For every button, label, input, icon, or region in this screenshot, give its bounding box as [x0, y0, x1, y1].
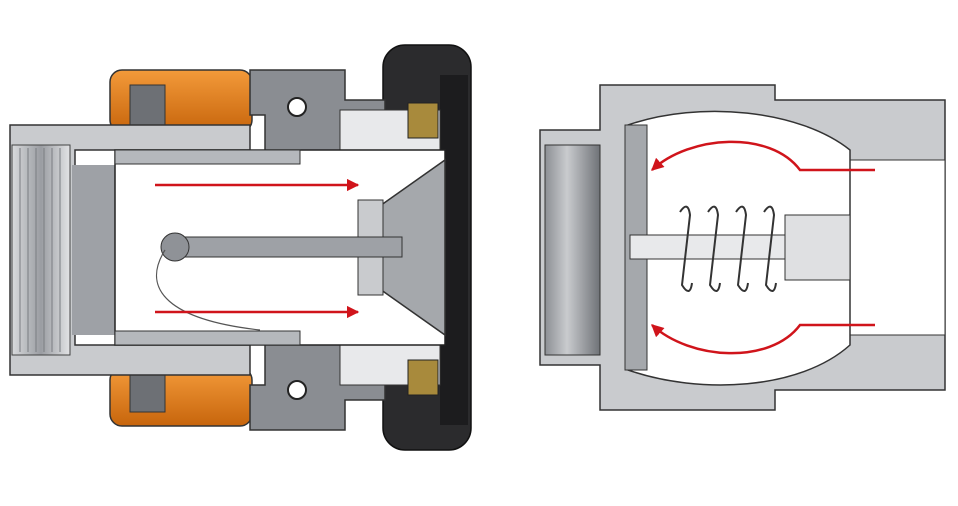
o-ring-top [287, 97, 307, 117]
stem [169, 236, 403, 258]
bore-shadow [72, 165, 117, 335]
check-valve-assembly [539, 84, 946, 411]
stem-guide [784, 214, 851, 281]
flow-arrow-bottom [651, 323, 875, 355]
seal-top [407, 102, 439, 139]
thread-section [11, 144, 71, 356]
sleeve-top [114, 149, 301, 165]
thread-grooves [19, 148, 61, 352]
sleeve-bottom [114, 330, 301, 346]
collar-bearing-bottom [129, 371, 166, 413]
spring [679, 205, 777, 292]
seal-bottom [407, 359, 439, 396]
inlet-ring [544, 144, 601, 356]
o-ring-bottom [287, 380, 307, 400]
collar-bearing-top [129, 84, 166, 126]
flow-arrow-top [651, 140, 875, 172]
outlet-bore [849, 159, 946, 336]
coupling-assembly [9, 44, 472, 451]
deflector [155, 249, 261, 331]
stem-ball [160, 232, 190, 262]
